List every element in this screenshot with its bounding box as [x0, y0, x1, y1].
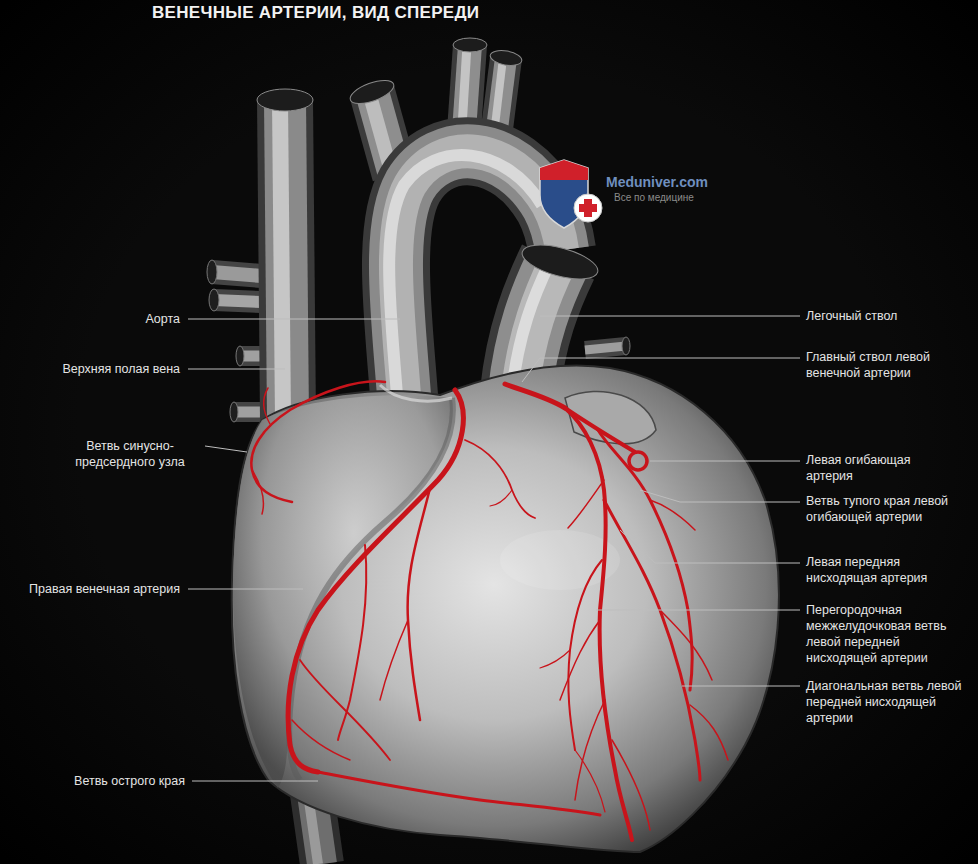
artery-label: Перегородочная межжелудочковая ветвь лев…: [806, 602, 968, 666]
leader-lines: [188, 316, 800, 781]
artery-label: Левая огибающая артерия: [806, 452, 956, 484]
vessel-label: Легочный ствол: [806, 308, 968, 324]
watermark-logo: [540, 160, 602, 228]
coronary-arteries: [251, 381, 728, 840]
figure-title: ВЕНЕЧНЫЕ АРТЕРИИ, ВИД СПЕРЕДИ: [152, 3, 479, 23]
artery-label: Ветвь синусно-предсердного узла: [62, 438, 198, 470]
watermark-text: Все по медицине: [614, 192, 694, 204]
artery-label: Левая передняя нисходящая артерия: [806, 554, 956, 586]
artery-label: Ветвь тупого края левой огибающей артери…: [806, 493, 968, 525]
artery-label: Диагональная ветвь левой передней нисход…: [806, 678, 968, 726]
artery-label: Ветвь острого края: [15, 773, 185, 789]
vessel-label: Верхняя полая вена: [10, 361, 180, 377]
heart-body: [232, 366, 779, 852]
watermark-text: Meduniver.com: [606, 174, 708, 190]
artery-label: Правая венечная артерия: [8, 581, 180, 597]
artery-label: Главный ствол левой венечной артерии: [806, 349, 968, 381]
vessel-label: Аорта: [40, 311, 180, 327]
